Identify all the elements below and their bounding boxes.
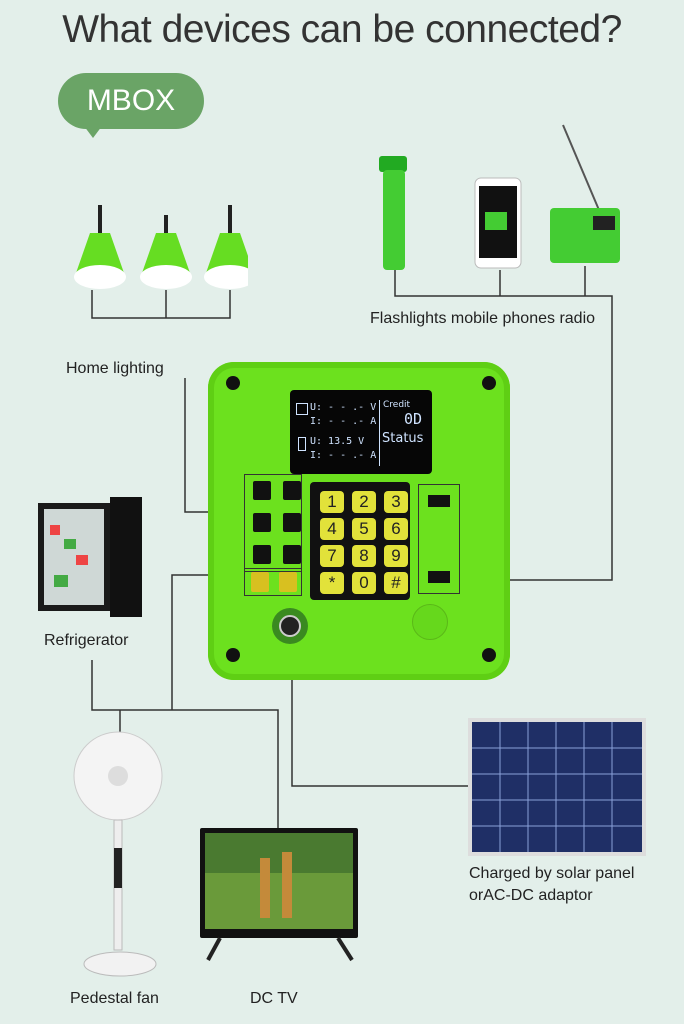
tv-label: DC TV	[250, 990, 298, 1007]
refrigerator-icon	[38, 497, 142, 617]
key-star[interactable]: *	[320, 572, 344, 594]
screw	[482, 376, 496, 390]
dc-port[interactable]	[253, 545, 271, 564]
top-devices-illustration	[379, 124, 620, 270]
flashlight-icon	[379, 156, 407, 270]
battery-voltage: U: 13.5 V	[310, 436, 365, 447]
status-label: Status	[382, 431, 424, 446]
aviation-connector[interactable]	[272, 608, 308, 644]
key-5[interactable]: 5	[352, 518, 376, 540]
dc-jack-block	[244, 568, 302, 596]
lcd-divider	[379, 400, 380, 466]
lcd-display: U: - - .- V I: - - .- A U: 13.5 V I: - -…	[290, 390, 432, 474]
pv-voltage: U: - - .- V	[310, 402, 377, 413]
credit-value: 0D	[404, 410, 423, 428]
keypad: 1 2 3 4 5 6 7 8 9 * 0 #	[310, 482, 410, 600]
screw	[482, 648, 496, 662]
credit-label: Credit	[383, 400, 411, 410]
key-9[interactable]: 9	[384, 545, 408, 567]
dc-jack[interactable]	[279, 572, 297, 592]
key-4[interactable]: 4	[320, 518, 344, 540]
solar-panel-icon	[468, 718, 646, 856]
battery-icon	[298, 437, 306, 451]
pv-current: I: - - .- A	[310, 416, 377, 427]
solar-label-line2: orAC-DC adaptor	[469, 887, 593, 904]
key-0[interactable]: 0	[352, 572, 376, 594]
screw	[226, 376, 240, 390]
radio-icon	[550, 124, 620, 263]
refrigerator-label: Refrigerator	[44, 632, 129, 649]
usb-port[interactable]	[428, 495, 450, 507]
tv-icon	[200, 828, 358, 962]
bulb-icons	[74, 205, 248, 289]
dc-port-block	[244, 474, 302, 572]
product-badge: MBOX	[58, 73, 204, 129]
fan-label: Pedestal fan	[70, 990, 159, 1007]
page-title: What devices can be connected?	[62, 8, 622, 51]
badge-tail	[84, 126, 102, 138]
pedestal-fan-icon	[73, 731, 163, 977]
solar-icon	[296, 403, 308, 415]
key-6[interactable]: 6	[384, 518, 408, 540]
dc-port[interactable]	[283, 481, 301, 500]
home-lighting-label: Home lighting	[66, 360, 164, 377]
key-7[interactable]: 7	[320, 545, 344, 567]
mobile-phone-icon	[474, 177, 522, 269]
dc-port[interactable]	[283, 513, 301, 532]
battery-current: I: - - .- A	[310, 450, 377, 461]
top-devices-label: Flashlights mobile phones radio	[370, 310, 596, 327]
dc-port[interactable]	[253, 481, 271, 500]
key-3[interactable]: 3	[384, 491, 408, 513]
usb-port[interactable]	[428, 571, 450, 583]
dc-jack[interactable]	[251, 572, 269, 592]
key-hash[interactable]: #	[384, 572, 408, 594]
power-button[interactable]	[412, 604, 448, 640]
solar-label-line1: Charged by solar panel	[469, 865, 635, 882]
mbox-device: U: - - .- V I: - - .- A U: 13.5 V I: - -…	[208, 362, 510, 680]
key-2[interactable]: 2	[352, 491, 376, 513]
usb-port-block	[418, 484, 460, 594]
dc-port[interactable]	[253, 513, 271, 532]
dc-port[interactable]	[283, 545, 301, 564]
key-1[interactable]: 1	[320, 491, 344, 513]
screw	[226, 648, 240, 662]
key-8[interactable]: 8	[352, 545, 376, 567]
